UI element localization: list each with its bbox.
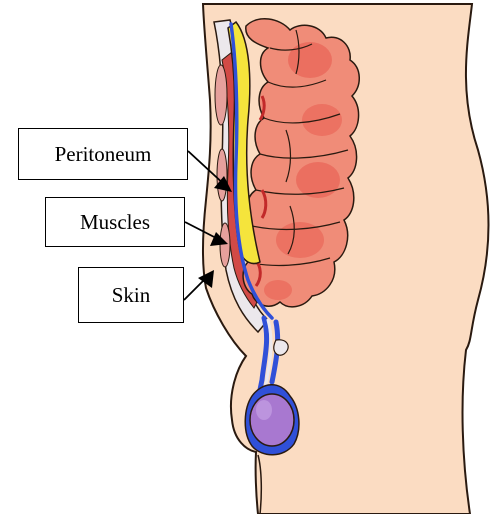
skin-label: Skin: [78, 267, 184, 323]
rectus-muscle-oval-lower: [220, 223, 230, 267]
testis-highlight: [256, 400, 272, 420]
cord-loop: [274, 340, 288, 355]
testis: [250, 394, 294, 446]
muscles-label-text: Muscles: [80, 210, 150, 235]
peritoneum-label-text: Peritoneum: [55, 142, 152, 167]
rectus-muscle-oval-upper: [215, 65, 227, 125]
skin-label-text: Skin: [112, 283, 151, 308]
peritoneum-label: Peritoneum: [18, 128, 188, 180]
muscles-label: Muscles: [45, 197, 185, 247]
rectus-muscle-oval-mid: [217, 149, 227, 201]
